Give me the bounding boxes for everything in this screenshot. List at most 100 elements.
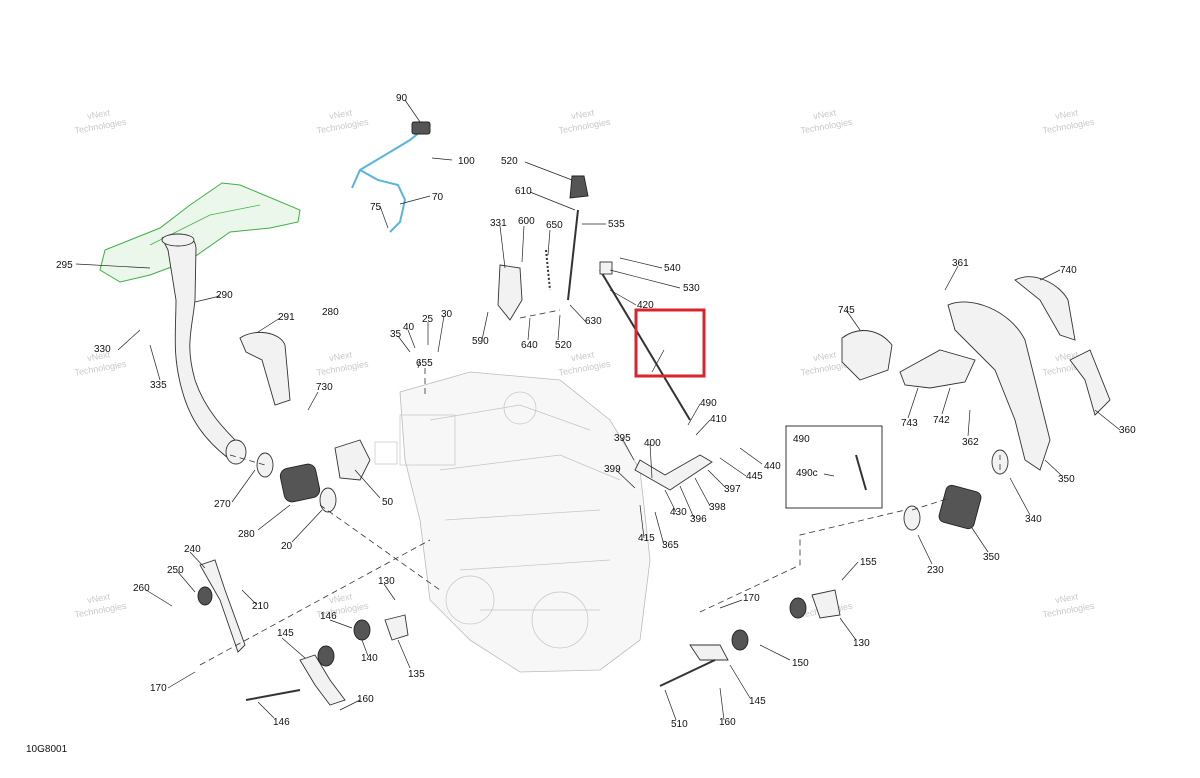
part-label-170: 170 — [150, 683, 167, 694]
part-label-362: 362 — [962, 437, 979, 448]
part-label-70: 70 — [432, 192, 444, 203]
engine-block — [374, 371, 651, 673]
part-label-170: 170 — [743, 593, 760, 604]
intake-tube — [161, 233, 247, 465]
part-labels: 9010070752952902913353307302802702802050… — [56, 93, 1136, 730]
clamp-boot-set — [256, 439, 371, 513]
part-label-290: 290 — [216, 290, 233, 301]
watermark-line1: vNext — [812, 349, 837, 363]
part-label-291: 291 — [278, 312, 295, 323]
part-label-510: 510 — [671, 719, 688, 730]
part-label-445: 445 — [746, 471, 763, 482]
watermark-line2: Technologies — [316, 117, 370, 136]
part-label-350: 350 — [1058, 474, 1075, 485]
part-label-340: 340 — [1025, 514, 1042, 525]
part-label-400: 400 — [644, 438, 661, 449]
part-label-335: 335 — [150, 380, 167, 391]
part-label-520: 520 — [501, 156, 518, 167]
part-label-270: 270 — [214, 499, 231, 510]
watermark: vNext Technologies — [74, 107, 128, 136]
lower-left-mounts — [197, 559, 409, 706]
part-label-365: 365 — [662, 540, 679, 551]
watermark-line2: Technologies — [800, 117, 854, 136]
part-label-145: 145 — [749, 696, 766, 707]
watermark: vNext Technologies — [1042, 107, 1096, 136]
part-label-740: 740 — [1060, 265, 1077, 276]
part-label-610: 610 — [515, 186, 532, 197]
watermark: vNext Technologies — [558, 107, 612, 136]
drawing-code: 10G8001 — [26, 744, 68, 755]
watermark-line1: vNext — [86, 591, 111, 605]
watermark-line2: Technologies — [1042, 601, 1096, 620]
part-label-395: 395 — [614, 433, 631, 444]
part-label-260: 260 — [133, 583, 150, 594]
watermark-line2: Technologies — [1042, 117, 1096, 136]
watermark-line2: Technologies — [558, 359, 612, 378]
part-label-145: 145 — [277, 628, 294, 639]
part-label-530: 530 — [683, 283, 700, 294]
part-label-40: 40 — [403, 322, 415, 333]
wire-harness — [351, 121, 431, 233]
part-label-420: 420 — [637, 300, 654, 311]
part-label-742: 742 — [933, 415, 950, 426]
watermark-line2: Technologies — [74, 117, 128, 136]
part-label-410: 410 — [710, 414, 727, 425]
inset-item: 490c — [796, 468, 818, 479]
watermark-line2: Technologies — [558, 117, 612, 136]
part-label-398: 398 — [709, 502, 726, 513]
part-label-160: 160 — [719, 717, 736, 728]
watermark-line2: Technologies — [74, 359, 128, 378]
part-label-25: 25 — [422, 314, 434, 325]
part-label-540: 540 — [664, 263, 681, 274]
watermark-line1: vNext — [570, 349, 595, 363]
part-label-160: 160 — [357, 694, 374, 705]
part-label-360: 360 — [1119, 425, 1136, 436]
part-label-50: 50 — [382, 497, 394, 508]
watermark-line2: Technologies — [316, 359, 370, 378]
part-label-75: 75 — [370, 202, 382, 213]
part-label-35: 35 — [390, 329, 402, 340]
watermark-line1: vNext — [328, 591, 353, 605]
inset-box: 490 490c — [785, 425, 883, 509]
watermark-line1: vNext — [86, 349, 111, 363]
highlight-frame[interactable] — [634, 308, 706, 378]
leader-lines — [75, 99, 1121, 721]
part-label-130: 130 — [853, 638, 870, 649]
watermark-line1: vNext — [812, 107, 837, 121]
part-label-140: 140 — [361, 653, 378, 664]
part-label-397: 397 — [724, 484, 741, 495]
watermark: vNext Technologies — [316, 107, 370, 136]
part-label-90: 90 — [396, 93, 408, 104]
part-label-330: 330 — [94, 344, 111, 355]
part-label-146: 146 — [320, 611, 337, 622]
part-label-430: 430 — [670, 507, 687, 518]
part-label-155: 155 — [860, 557, 877, 568]
watermark-line2: Technologies — [74, 601, 128, 620]
part-label-30: 30 — [441, 309, 453, 320]
watermark-line1: vNext — [1054, 591, 1079, 605]
watermark-line1: vNext — [1054, 107, 1079, 121]
part-label-100: 100 — [458, 156, 475, 167]
part-label-150: 150 — [792, 658, 809, 669]
watermark-line1: vNext — [86, 107, 111, 121]
part-label-130: 130 — [378, 576, 395, 587]
watermark: vNext Technologies — [558, 349, 612, 378]
watermark-line1: vNext — [570, 107, 595, 121]
part-label-590: 590 — [472, 336, 489, 347]
part-label-655: 655 — [416, 358, 433, 369]
part-label-280: 280 — [322, 307, 339, 318]
inset-title: 490 — [793, 434, 810, 445]
part-label-146: 146 — [273, 717, 290, 728]
part-label-415: 415 — [638, 533, 655, 544]
part-label-520: 520 — [555, 340, 572, 351]
watermark: vNext Technologies — [316, 349, 370, 378]
part-label-396: 396 — [690, 514, 707, 525]
routing-lines — [199, 309, 1001, 666]
part-label-535: 535 — [608, 219, 625, 230]
watermark: vNext Technologies — [800, 107, 854, 136]
part-label-640: 640 — [521, 340, 538, 351]
shifter-assembly — [497, 175, 713, 491]
part-label-210: 210 — [252, 601, 269, 612]
part-label-20: 20 — [281, 541, 293, 552]
